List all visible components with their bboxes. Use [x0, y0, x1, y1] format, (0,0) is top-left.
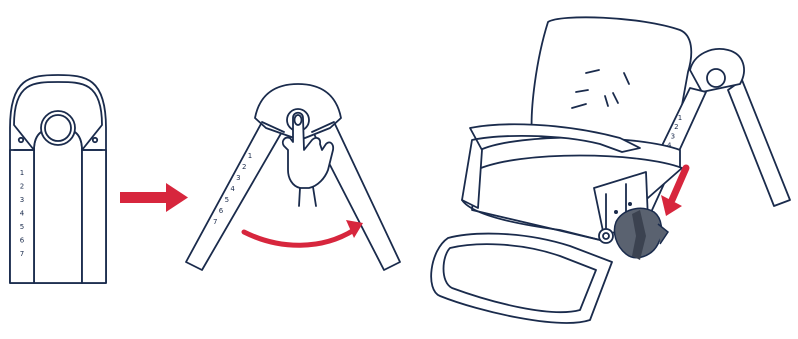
scale-label: 3 [20, 196, 24, 204]
scale-label: 7 [20, 250, 24, 258]
scale-label: 1 [20, 169, 24, 177]
scale-label: 6 [219, 207, 224, 215]
pivot [599, 229, 613, 243]
scale-label: 2 [674, 123, 678, 131]
scale-label: 6 [20, 237, 25, 245]
knob-icon [614, 208, 668, 260]
scale-label: 1 [248, 152, 252, 160]
hinge-knob [41, 111, 75, 145]
scale-label: 2 [20, 183, 24, 191]
left-leg-open [186, 122, 283, 270]
scale-label: 4 [20, 210, 25, 218]
curved-arrow-icon [244, 220, 363, 245]
scale-label: 7 [213, 218, 217, 226]
scale-label: 5 [20, 223, 24, 231]
scale-label: 1 [678, 114, 682, 122]
scale-label: 3 [236, 174, 240, 182]
arrow-right-icon [120, 183, 188, 212]
scale-label: 3 [671, 132, 675, 140]
right-leg [82, 150, 106, 283]
leg-gap [34, 128, 82, 283]
scale-label: 5 [225, 196, 229, 204]
step-1-folded-legs: 1 2 3 4 5 6 7 [10, 75, 106, 283]
rear-leg [728, 80, 790, 206]
top-hinge-knob [707, 69, 725, 87]
scale-label: 2 [242, 163, 246, 171]
scale-label: 4 [230, 185, 235, 193]
